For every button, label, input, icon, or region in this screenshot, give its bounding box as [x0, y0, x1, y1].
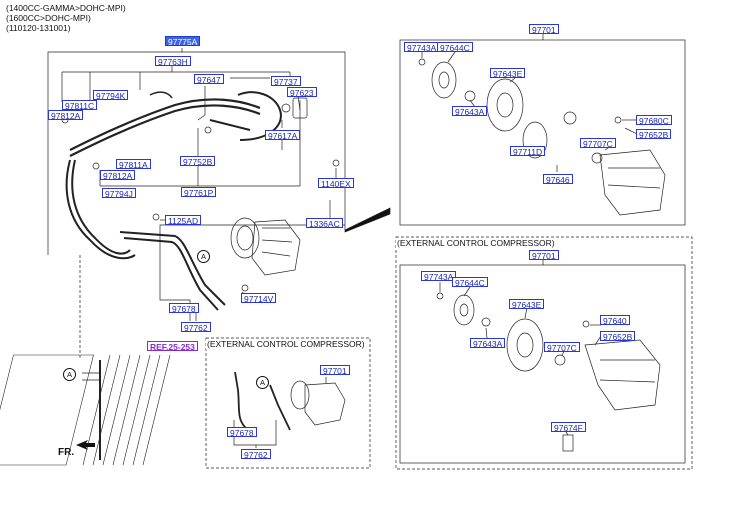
part-label-97762-main[interactable]: 97762: [181, 322, 211, 333]
part-label-97644c-bottom[interactable]: 97644C: [452, 277, 488, 288]
part-label-97617a[interactable]: 97617A: [265, 130, 301, 141]
part-label-97680c-top[interactable]: 97680C: [636, 115, 672, 126]
part-label-97812a-upper[interactable]: 97812A: [48, 110, 84, 121]
front-direction-label: FR.: [58, 447, 75, 458]
part-label-97640-bottom[interactable]: 97640: [600, 315, 630, 326]
part-label-97623[interactable]: 97623: [287, 87, 317, 98]
part-label-97678-small-box[interactable]: 97678: [227, 427, 257, 438]
part-label-97701-top[interactable]: 97701: [529, 24, 559, 35]
reference-link-25-253[interactable]: REF.25-253: [147, 341, 198, 352]
marker-a-small-box: A: [256, 376, 269, 389]
part-label-97711d-top[interactable]: 97711D: [510, 146, 546, 157]
part-label-97811c[interactable]: 97811C: [62, 100, 98, 111]
part-label-97644c-top[interactable]: 97644C: [437, 42, 473, 53]
part-label-97752b[interactable]: 97752B: [180, 156, 216, 167]
part-label-97643e-bottom[interactable]: 97643E: [509, 299, 545, 310]
part-label-1125ad[interactable]: 1125AD: [165, 215, 202, 226]
header-date-range: (110120-131001): [6, 23, 71, 33]
part-label-97794k[interactable]: 97794K: [93, 90, 129, 101]
caption-ext-control-small: (EXTERNAL CONTROL COMPRESSOR): [206, 339, 366, 349]
part-label-97652b-bottom[interactable]: 97652B: [600, 331, 636, 342]
part-label-1336ac[interactable]: 1336AC: [306, 218, 343, 229]
part-label-97643a-top[interactable]: 97643A: [452, 106, 488, 117]
marker-a-condenser: A: [63, 368, 76, 381]
part-label-97701-bottom[interactable]: 97701: [529, 250, 559, 261]
part-label-97763h[interactable]: 97763H: [155, 56, 191, 67]
caption-ext-control-large: (EXTERNAL CONTROL COMPRESSOR): [396, 238, 556, 248]
part-label-97643e-top[interactable]: 97643E: [490, 68, 526, 79]
marker-a-pipe: A: [197, 250, 210, 263]
part-label-97643a-bottom[interactable]: 97643A: [470, 338, 506, 349]
part-label-97674f-bottom[interactable]: 97674F: [551, 422, 586, 433]
part-label-97652b-top[interactable]: 97652B: [636, 129, 672, 140]
part-label-97707c-top[interactable]: 97707C: [580, 138, 616, 149]
part-label-97794j[interactable]: 97794J: [102, 188, 136, 199]
header-engine-gamma: (1400CC-GAMMA>DOHC-MPI): [6, 3, 126, 13]
part-label-97647[interactable]: 97647: [194, 74, 224, 85]
part-label-97737[interactable]: 97737: [271, 76, 301, 87]
part-label-97761p[interactable]: 97761P: [181, 187, 217, 198]
part-label-97714v[interactable]: 97714V: [241, 293, 277, 304]
part-label-97743a-bottom[interactable]: 97743A: [421, 271, 457, 282]
part-label-97775a[interactable]: 97775A: [165, 36, 201, 47]
part-label-97707c-bottom[interactable]: 97707C: [544, 342, 580, 353]
part-label-97678-main[interactable]: 97678: [169, 303, 199, 314]
part-label-97646-top[interactable]: 97646: [543, 174, 573, 185]
part-label-1140ex[interactable]: 1140EX: [318, 178, 354, 189]
part-label-97762-small-box[interactable]: 97762: [241, 449, 271, 460]
part-label-97812a-lower[interactable]: 97812A: [100, 170, 136, 181]
part-label-97701-small-box[interactable]: 97701: [320, 365, 350, 376]
part-label-97743a-top[interactable]: 97743A: [404, 42, 440, 53]
header-engine-1600: (1600CC>DOHC-MPI): [6, 13, 91, 23]
part-label-97811a[interactable]: 97811A: [116, 159, 151, 170]
